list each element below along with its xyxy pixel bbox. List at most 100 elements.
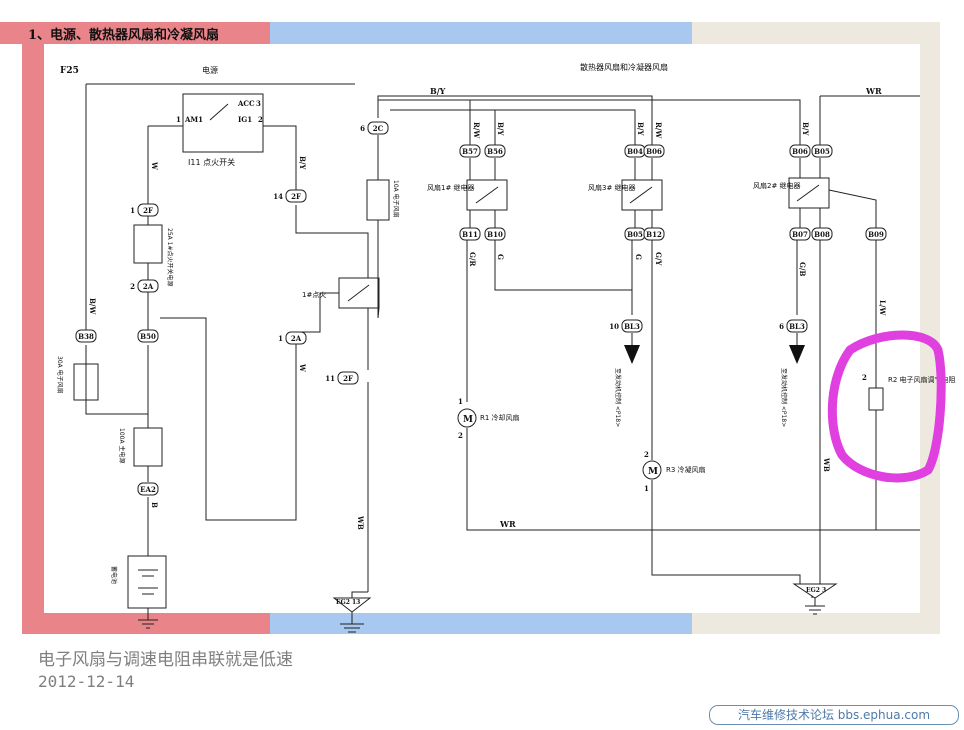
switch-am1: AM1 <box>184 115 203 124</box>
svg-text:B04: B04 <box>627 147 643 156</box>
connector-bl3_b: BL3 6 <box>779 319 808 333</box>
fuse-100a-label: 100A 主电源 <box>118 428 126 463</box>
switch-name: I11 点火开关 <box>188 157 235 167</box>
svg-text:2A: 2A <box>143 282 154 291</box>
connector-b10: B10 <box>484 227 506 241</box>
wire-by-2: B/Y <box>496 122 505 136</box>
motor-r3-pin2: 2 <box>644 450 649 459</box>
connector-c2a_r: 2A1 <box>278 331 307 345</box>
svg-text:B06: B06 <box>792 147 808 156</box>
wire-by-top: B/Y <box>430 86 446 96</box>
band-blue-top <box>270 22 692 44</box>
wire-wr-top: WR <box>865 86 882 96</box>
wire-b-1: B <box>150 502 159 508</box>
connector-b50: B50 <box>137 329 159 343</box>
relay-fan1-label: 风扇1# 继电器 <box>427 183 475 192</box>
svg-text:2A: 2A <box>291 334 302 343</box>
fuse-30a-label: 30A 电子风扇 <box>56 356 64 394</box>
svg-text:BL3: BL3 <box>789 322 805 331</box>
svg-text:2C: 2C <box>373 124 384 133</box>
svg-text:B38: B38 <box>78 332 94 341</box>
svg-text:B10: B10 <box>487 230 503 239</box>
svg-text:6: 6 <box>360 124 365 133</box>
svg-text:2: 2 <box>130 282 135 291</box>
wire-g-1: G <box>496 254 505 260</box>
section-fans: 散热器风扇和冷凝器风扇 <box>580 62 668 72</box>
switch-ig1: IG1 <box>238 115 252 124</box>
motor-r3-pin1: 1 <box>644 484 649 493</box>
section-power: 电源 <box>202 65 218 75</box>
svg-text:B09: B09 <box>868 230 884 239</box>
svg-text:B06: B06 <box>646 147 662 156</box>
wire-rw-2: R/W <box>654 122 663 138</box>
motor-r1-pin2: 2 <box>458 431 463 440</box>
connector-c2a: 2A 2 <box>130 279 159 293</box>
motor-r3-label: R3 冷凝风扇 <box>666 465 706 474</box>
ecm-arrow-b-icon <box>789 345 805 364</box>
svg-text:M: M <box>463 415 473 425</box>
relay-main-label: 1#点火 <box>302 291 326 299</box>
connector-b06: B06 <box>643 144 665 158</box>
connector-b56: B56 <box>484 144 506 158</box>
wire-w-2: W <box>298 363 307 372</box>
post-date: 2012-12-14 <box>38 672 135 691</box>
svg-text:EA2: EA2 <box>140 485 156 494</box>
ground-battery-icon <box>138 619 158 629</box>
ground-right-icon <box>792 583 838 615</box>
connector-b05: B05 <box>624 227 646 241</box>
svg-text:1: 1 <box>130 206 135 215</box>
switch-acc: ACC <box>237 99 255 108</box>
wire-wr-bottom: WR <box>499 519 516 529</box>
connector-b09: B09 <box>865 227 887 241</box>
connector-bl3_a: BL3 10 <box>609 319 643 333</box>
band-red-top <box>0 22 270 44</box>
motor-r1-label: R1 冷却风扇 <box>480 413 520 422</box>
ecm-arrow-a-icon <box>624 345 640 364</box>
band-beige-bottom <box>692 613 940 634</box>
connector-c2f_1: 2F 1 <box>130 203 159 217</box>
svg-text:10: 10 <box>609 322 619 331</box>
fuse-10a-label: 10A 电子风扇 <box>392 180 400 218</box>
wire-gr-1: G/R <box>468 252 477 267</box>
svg-text:BL3: BL3 <box>624 322 640 331</box>
wire-gy-1: G/Y <box>654 252 663 267</box>
svg-text:B11: B11 <box>462 230 478 239</box>
band-beige-top <box>692 22 940 44</box>
svg-text:B56: B56 <box>487 147 503 156</box>
ecm-label-a: 至发动机控制 <P18> <box>614 368 622 427</box>
wire-g-2: G <box>634 254 643 260</box>
connector-b57: B57 <box>459 144 481 158</box>
svg-text:14: 14 <box>273 192 283 201</box>
motor-r1-icon <box>457 408 477 428</box>
connector-b12: B12 <box>643 227 665 241</box>
switch-pin1: 1 <box>176 115 181 124</box>
battery-icon <box>138 569 158 595</box>
svg-text:B07: B07 <box>792 230 808 239</box>
wire-lw-1: L/W <box>878 300 887 315</box>
connector-b06b: B06 <box>789 144 811 158</box>
header-title: 1、电源、散热器风扇和冷凝风扇 <box>28 27 219 43</box>
connector-c2c: 2C 6 <box>360 121 389 135</box>
svg-text:M: M <box>648 467 658 477</box>
connector-b11: B11 <box>459 227 481 241</box>
fuse-25a-label: 25A 1#点火开关电源 <box>166 228 174 287</box>
svg-text:2F: 2F <box>143 206 153 215</box>
connector-b04: B04 <box>624 144 646 158</box>
connector-ea2: EA2 <box>137 482 159 496</box>
wire-bw-1: B/W <box>88 298 97 314</box>
svg-text:6: 6 <box>779 322 784 331</box>
connector-b05b: B05 <box>811 144 833 158</box>
band-blue-bottom <box>270 613 692 634</box>
svg-text:B05: B05 <box>627 230 643 239</box>
svg-text:B08: B08 <box>814 230 830 239</box>
switch-pin3: 3 <box>256 99 261 108</box>
motor-r3-icon <box>642 460 662 480</box>
watermark: 汽车维修技术论坛 bbs.ephua.com <box>709 705 959 725</box>
wire-by-4: B/Y <box>801 122 810 136</box>
wire-wb-2: WB <box>822 457 831 472</box>
svg-text:2F: 2F <box>291 192 301 201</box>
wire-gb-1: G/B <box>798 262 807 277</box>
ground-right-label: EG2 3 <box>806 587 826 594</box>
wire-w-1: W <box>150 161 159 170</box>
svg-text:11: 11 <box>325 374 335 383</box>
